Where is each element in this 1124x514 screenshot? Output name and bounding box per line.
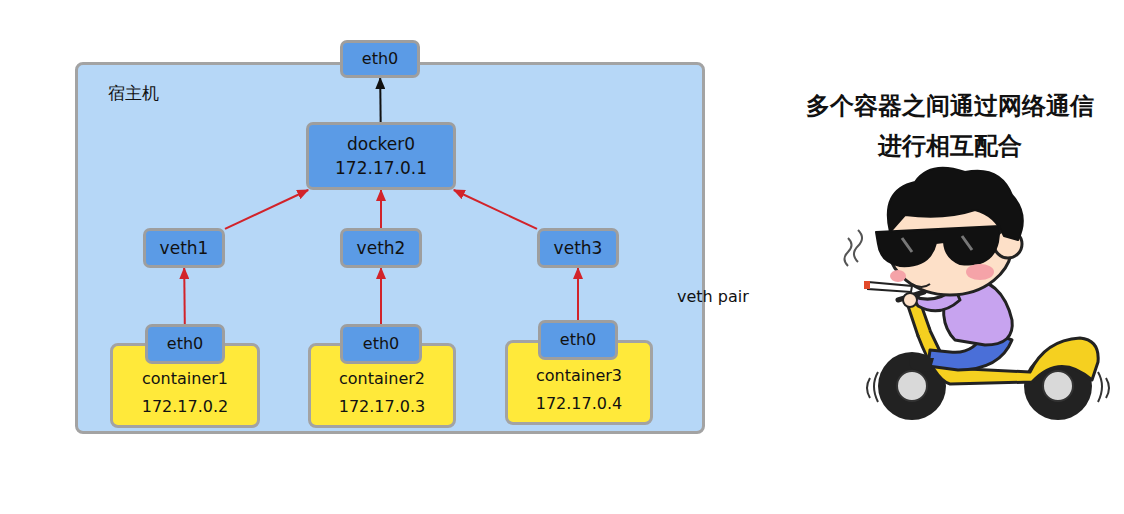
bridge-box: docker0172.17.0.1 [306, 122, 456, 190]
cartoon-rider [845, 168, 1110, 420]
interface-box: eth0 [145, 324, 225, 364]
ip-address: 172.17.0.1 [335, 156, 427, 180]
veth-box: veth2 [340, 228, 422, 268]
title: 多个容器之间通过网络通信 进行相互配合 [785, 86, 1115, 166]
node-label: eth0 [363, 330, 399, 358]
interface-box: eth0 [340, 40, 420, 78]
arrow-connector [379, 78, 381, 122]
node-label: veth1 [160, 236, 209, 260]
arrow-connector [454, 190, 537, 229]
node-label: container2 [339, 365, 425, 393]
arrow-connector [577, 268, 579, 320]
ip-address: 172.17.0.3 [339, 393, 426, 421]
veth-box: veth3 [537, 228, 619, 268]
arrow-connector [225, 190, 308, 229]
node-label: docker0 [347, 132, 415, 156]
node-label: veth2 [357, 236, 406, 260]
node-label: veth3 [554, 236, 603, 260]
interface-box: eth0 [340, 324, 422, 364]
veth-box: veth1 [143, 228, 225, 268]
ip-address: 172.17.0.4 [536, 390, 623, 418]
host-panel: 宿主机 docker0172.17.0.1 veth1 veth2 veth3 conta… [75, 62, 705, 434]
node-label: eth0 [362, 47, 398, 71]
interface-box: eth0 [538, 320, 618, 360]
node-label: eth0 [560, 326, 596, 354]
annotation-label: veth pair [677, 287, 749, 306]
container-box: container2172.17.0.3eth0 [308, 343, 456, 428]
node-label: container1 [142, 365, 228, 393]
ip-address: 172.17.0.2 [142, 393, 229, 421]
node-label: 宿主机 [108, 81, 702, 105]
arrow-connector [380, 268, 382, 324]
arrow-connector [380, 190, 382, 228]
container-box: container1172.17.0.2eth0 [110, 343, 260, 428]
node-label: eth0 [167, 330, 203, 358]
node-label: container3 [536, 362, 622, 390]
container-box: container3172.17.0.4eth0 [505, 340, 653, 425]
arrow-connector [183, 268, 186, 324]
